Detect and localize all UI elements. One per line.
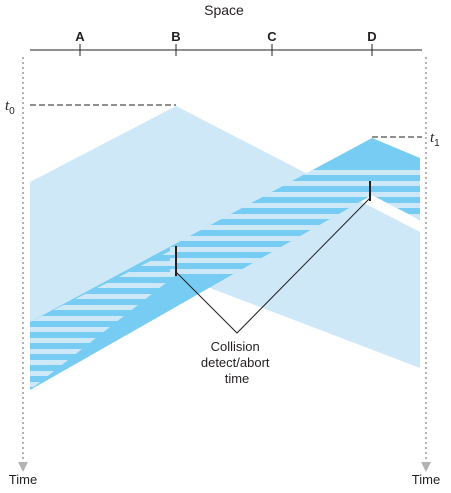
time-axis-left-arrow xyxy=(18,462,28,472)
overlap-stripe xyxy=(30,349,176,354)
overlap-stripe xyxy=(30,360,176,365)
overlap-stripe xyxy=(25,393,180,398)
collision-pointer-lines xyxy=(175,197,371,334)
collision-annotation: Collision detect/abort time xyxy=(201,339,273,386)
overlap-stripe xyxy=(170,192,420,197)
t0-label: t0 xyxy=(5,98,15,117)
overlap-stripe xyxy=(30,305,176,310)
overlap-stripe xyxy=(30,294,176,299)
node-a-label: A xyxy=(75,29,85,44)
overlap-stripe xyxy=(30,283,176,288)
node-b-label: B xyxy=(171,29,180,44)
overlap-stripe xyxy=(170,203,420,208)
overlap-stripe xyxy=(30,316,176,321)
overlap-stripe xyxy=(170,181,420,186)
space-title: Space xyxy=(204,2,244,18)
time-axis-right-arrow xyxy=(421,462,431,472)
overlap-stripe xyxy=(170,225,420,230)
node-ticks xyxy=(79,44,373,56)
overlap-stripe xyxy=(30,371,176,376)
node-c-label: C xyxy=(267,29,277,44)
overlap-stripe xyxy=(30,382,176,387)
time-label-right: Time xyxy=(412,472,440,487)
node-d-label: D xyxy=(367,29,376,44)
overlap-stripe xyxy=(170,214,420,219)
overlap-stripe xyxy=(170,236,420,241)
time-label-left: Time xyxy=(9,472,37,487)
t1-label: t1 xyxy=(430,130,440,149)
overlap-stripe xyxy=(30,327,176,332)
